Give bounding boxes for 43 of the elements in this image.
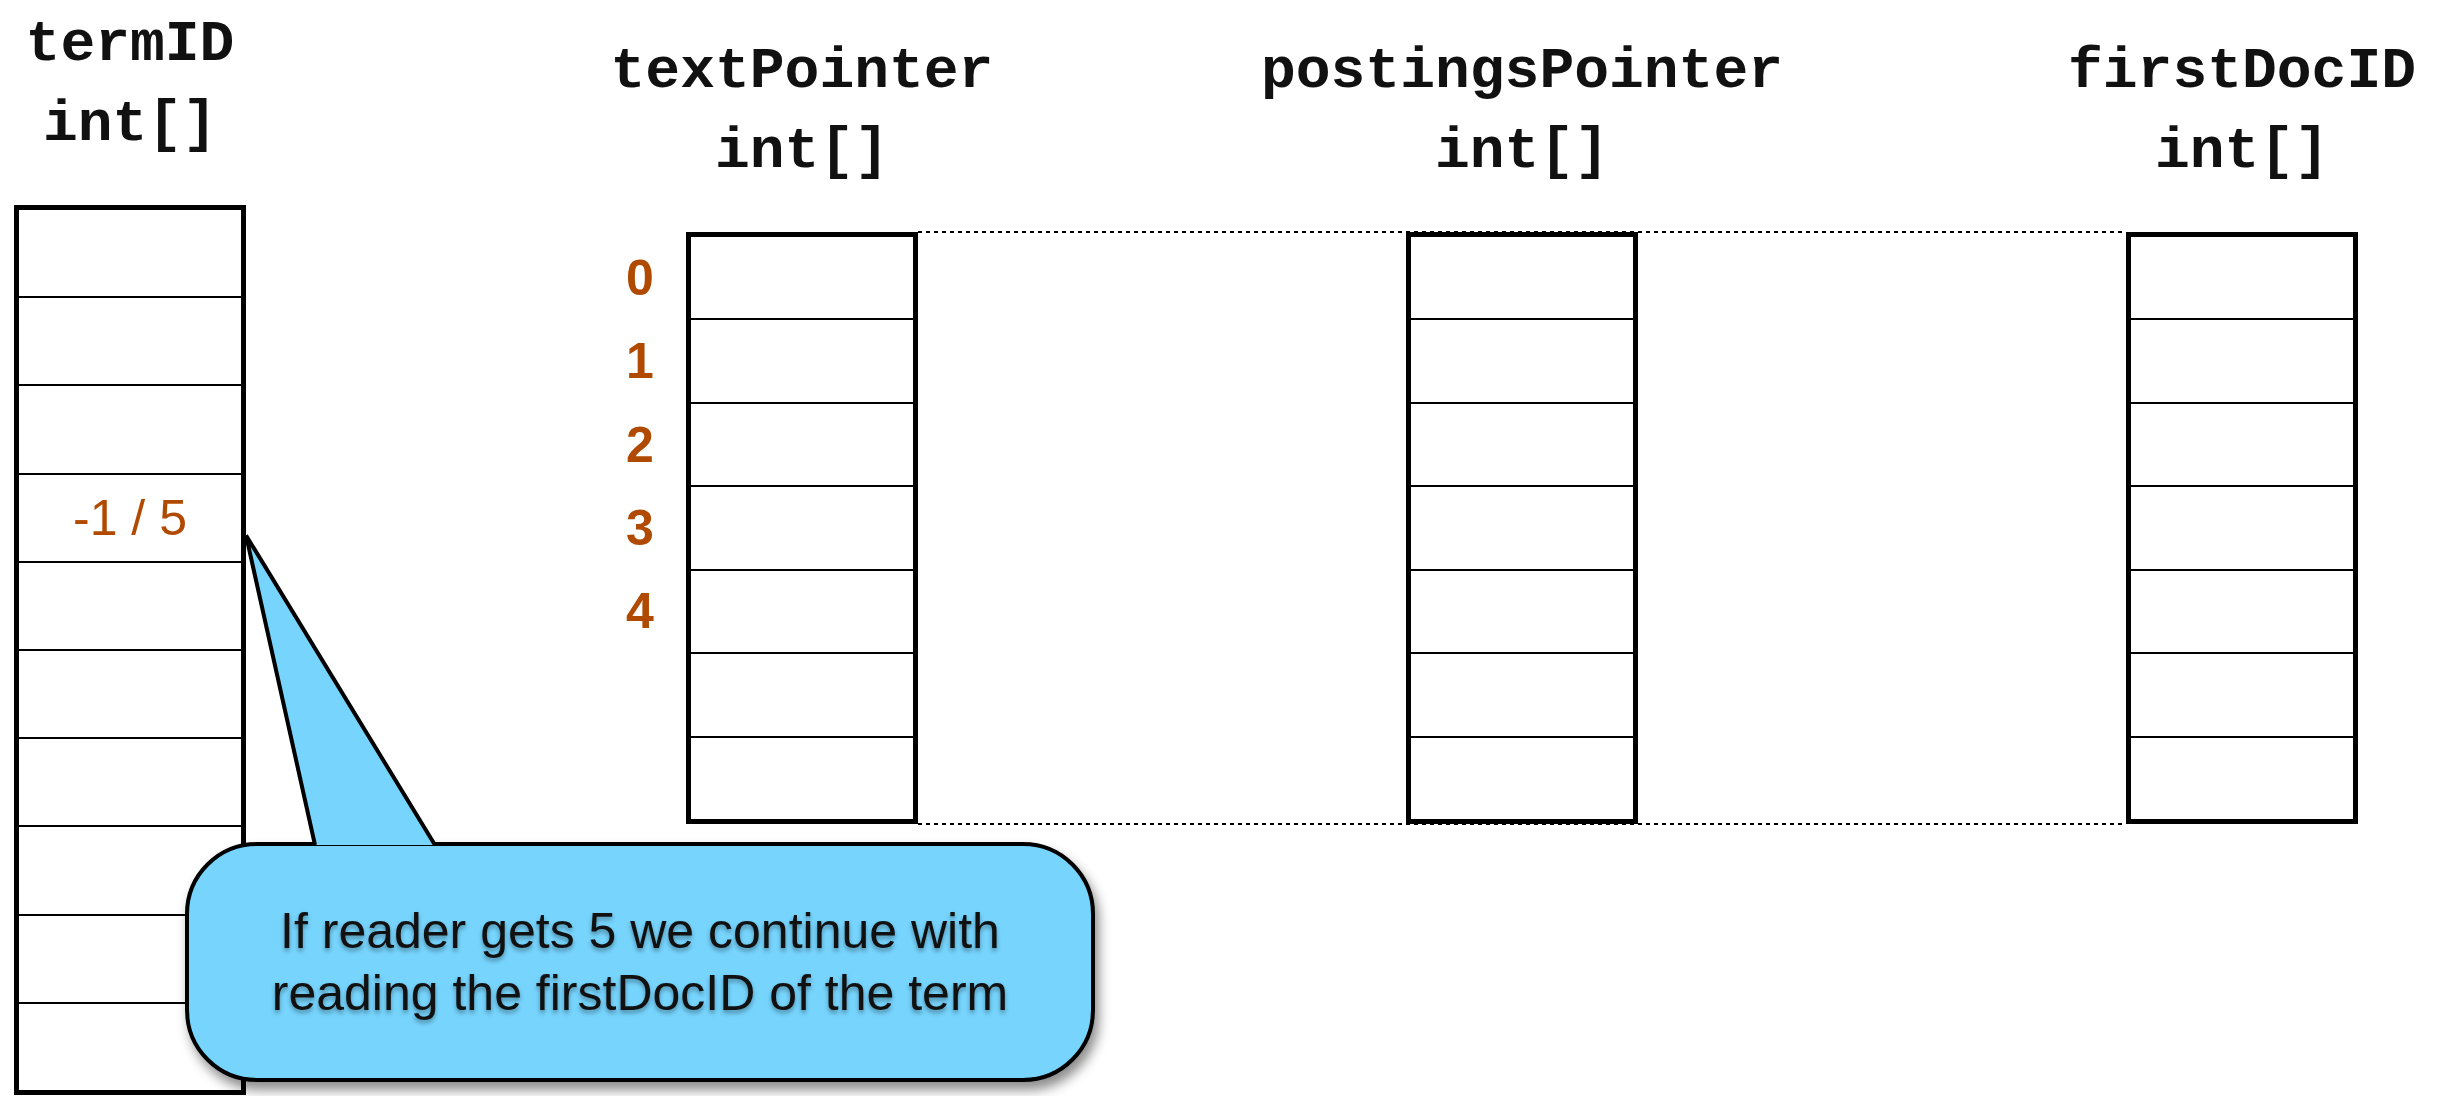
type-label: int[] bbox=[715, 118, 889, 186]
array-cell bbox=[18, 385, 242, 474]
array-cell bbox=[1410, 402, 1634, 487]
array-cell bbox=[18, 473, 242, 562]
index-number: 0 bbox=[626, 249, 654, 306]
array-cell bbox=[18, 738, 242, 827]
type-label: int[] bbox=[43, 91, 217, 159]
array-cell bbox=[2130, 653, 2354, 737]
index-number: 3 bbox=[626, 500, 654, 556]
array-cell bbox=[2130, 736, 2354, 820]
callout-text: If reader gets 5 we continue with reading the firstDocID of the term bbox=[270, 902, 1010, 1023]
index-number: 1 bbox=[626, 333, 654, 390]
array-cell bbox=[690, 569, 914, 654]
cell-value: -1 / 5 bbox=[73, 488, 187, 547]
array-cell bbox=[690, 402, 914, 487]
array-cell bbox=[2130, 236, 2354, 320]
array-cell bbox=[2130, 486, 2354, 570]
array-name: termID bbox=[25, 11, 235, 79]
array-cell bbox=[1410, 653, 1634, 737]
array-name: firstDocID bbox=[2067, 38, 2417, 106]
array-cell bbox=[690, 319, 914, 403]
array-cell bbox=[18, 650, 242, 739]
array-name: postingsPointer bbox=[1260, 38, 1784, 106]
type-label: int[] bbox=[2155, 118, 2329, 186]
array-cell bbox=[18, 561, 242, 650]
array-cell bbox=[690, 486, 914, 570]
array-cell bbox=[18, 297, 242, 386]
type-label: int[] bbox=[1435, 118, 1609, 186]
index-number: 2 bbox=[626, 416, 654, 473]
array-cell bbox=[18, 209, 242, 298]
array-cell bbox=[1410, 236, 1634, 320]
array-cell bbox=[1410, 319, 1634, 403]
array-cell bbox=[1410, 736, 1634, 820]
array-cell bbox=[2130, 569, 2354, 654]
array-cell bbox=[1410, 569, 1634, 654]
array-cell bbox=[690, 236, 914, 320]
array-cell bbox=[2130, 402, 2354, 487]
array-name: textPointer bbox=[610, 38, 994, 106]
index-number: 4 bbox=[626, 583, 654, 640]
array-cell bbox=[690, 736, 914, 820]
array-cell bbox=[690, 653, 914, 737]
array-cell bbox=[1410, 486, 1634, 570]
array-cell bbox=[2130, 319, 2354, 403]
